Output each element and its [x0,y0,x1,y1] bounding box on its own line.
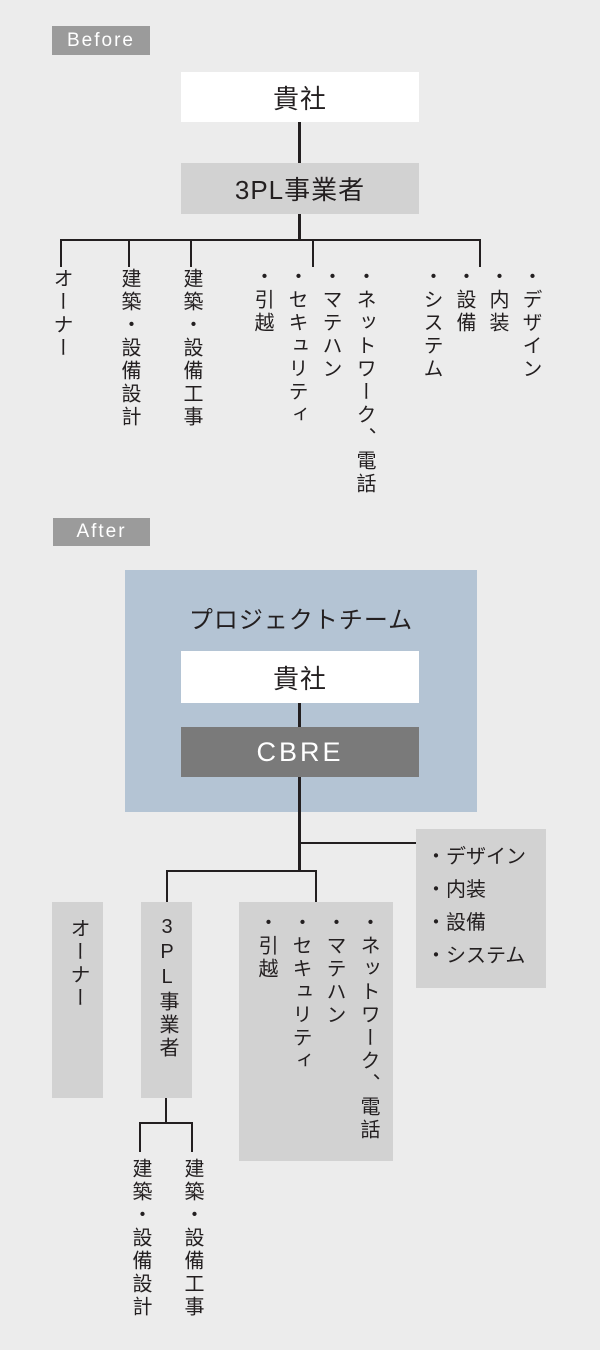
before-provider-box: 3PL事業者 [181,163,419,214]
connector-after-main-trunk [298,777,301,872]
after-facility-item: ・引越 [255,912,277,981]
before-branch-construction: 建築・設備工事 [180,268,202,429]
connector-before-drop-owner [60,239,62,267]
before-facility-item: ・ネットワーク、電話 [353,266,375,496]
connector-before-company-provider [298,122,301,163]
after-facility-item: ・セキュリティ [289,912,311,1073]
after-cbre-box: CBRE [181,727,419,777]
after-design-item: ・デザイン [426,846,526,868]
connector-before-horizontal [61,239,481,241]
after-label: After [53,518,150,546]
connector-after-drop-facility-group [315,870,317,902]
before-design-item: ・設備 [453,266,475,335]
before-branch-owner: オーナー [50,268,72,360]
after-facility-item: ・マテハン [323,912,345,1027]
after-facility-item: ・ネットワーク、電話 [357,912,379,1142]
after-owner-label: オーナー [67,918,89,1010]
connector-after-drop-construction [191,1122,193,1152]
after-company-box: 貴社 [181,651,419,703]
after-design-item: ・システム [426,945,526,967]
before-company-box: 貴社 [181,72,419,122]
after-design-item: ・設備 [426,912,486,934]
after-design-item: ・内装 [426,879,486,901]
before-design-item: ・内装 [486,266,508,335]
connector-before-drop-design-group [479,239,481,267]
after-facility-box: ・ネットワーク、電話 ・マテハン ・セキュリティ ・引越 [239,902,393,1161]
after-provider-box: 3PL事業者 [141,902,192,1098]
before-label: Before [52,26,150,55]
before-facility-item: ・セキュリティ [285,266,307,427]
connector-before-drop-facility-group [312,239,314,267]
before-design-group: ・デザイン ・内装 ・設備 ・システム [414,266,546,426]
after-provider-label: 3PL事業者 [156,916,178,1060]
before-design-item: ・システム [420,266,442,381]
before-facility-item: ・マテハン [319,266,341,381]
connector-after-horizontal [166,870,317,872]
after-branch-design-planning: 建築・設備設計 [129,1158,151,1319]
before-branch-design-planning: 建築・設備設計 [118,268,140,429]
connector-after-drop-provider [166,870,168,902]
after-facility-group: ・ネットワーク、電話 ・マテハン ・セキュリティ ・引越 [249,912,385,1155]
connector-before-drop-design-planning [128,239,130,267]
before-design-item: ・デザイン [519,266,541,381]
after-branch-construction: 建築・設備工事 [181,1158,203,1319]
connector-after-company-cbre [298,703,301,727]
connector-after-branch-design-group [300,842,416,844]
connector-after-sub-horizontal [139,1122,193,1124]
connector-before-drop-construction [190,239,192,267]
before-facility-group: ・ネットワーク、電話 ・マテハン ・セキュリティ ・引越 [245,266,381,526]
connector-after-drop-design-planning [139,1122,141,1152]
after-owner-box: オーナー [52,902,103,1098]
after-design-box: ・デザイン ・内装 ・設備 ・システム [416,829,546,988]
connector-after-provider-subtrunk [165,1098,167,1124]
before-facility-item: ・引越 [251,266,273,335]
connector-before-provider-trunk [298,214,301,240]
after-project-team-title: プロジェクトチーム [188,607,414,634]
